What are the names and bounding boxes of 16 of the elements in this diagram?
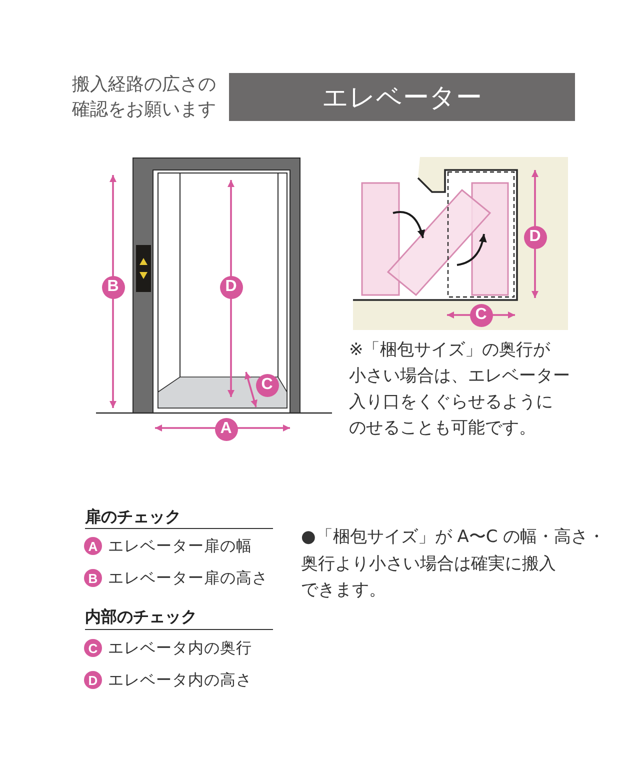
callout-letter: C xyxy=(84,639,102,657)
callout-letter: B xyxy=(102,276,124,298)
key-text: エレベーター扉の高さ xyxy=(108,568,268,588)
callout-letter: A xyxy=(84,537,102,555)
callout-letter: D xyxy=(84,671,102,689)
section-heading: 内部のチェック xyxy=(85,607,197,627)
body-text: ●「梱包サイズ」が A〜C の幅・高さ・奥行より小さい場合は確実に搬入できます。 xyxy=(301,526,606,602)
section-heading: 扉のチェック xyxy=(85,507,181,527)
intro-text: 搬入経路の広さの確認をお願います xyxy=(72,73,216,122)
key-text: エレベータ内の高さ xyxy=(108,670,252,690)
key-text: エレベータ内の奥行 xyxy=(108,638,252,658)
callout-letter: A xyxy=(214,418,238,440)
note-text: ※「梱包サイズ」の奥行が小さい場合は、エレベーター入り口をくぐらせるようにのせることも可能です。 xyxy=(349,339,570,440)
title-banner: エレベーター xyxy=(229,73,575,121)
key-text: エレベーター扉の幅 xyxy=(108,536,252,556)
callout-letter: B xyxy=(84,569,102,587)
